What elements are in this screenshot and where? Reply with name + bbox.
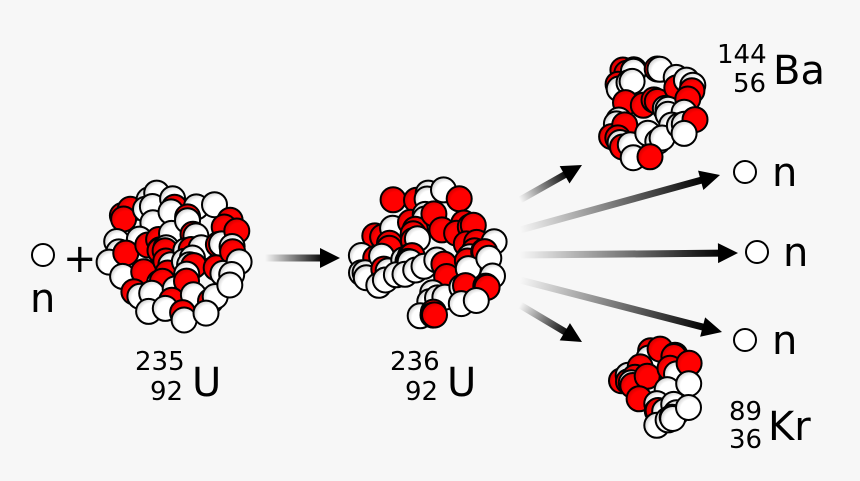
arrow-6 [518, 301, 583, 343]
proton [445, 185, 473, 213]
proton [379, 186, 407, 214]
neutron [192, 299, 220, 327]
arrow-3 [519, 170, 720, 234]
product-neutron-label-1: n [772, 150, 797, 196]
svg-text:Ba: Ba [773, 48, 825, 94]
proton [636, 143, 664, 171]
svg-text:Kr: Kr [768, 404, 811, 450]
neutron [670, 119, 698, 147]
neutron [462, 287, 490, 314]
product-neutron-3 [733, 328, 757, 352]
svg-text:236: 236 [390, 347, 440, 377]
nucleus-u236 [347, 176, 508, 330]
nucleus-ba144 [598, 55, 709, 172]
svg-text:89: 89 [729, 397, 762, 427]
label-ba144: 144 56 Ba [717, 40, 825, 99]
plus-sign: + [63, 236, 97, 282]
neutron [216, 271, 244, 299]
arrow-1 [265, 248, 340, 268]
svg-text:235: 235 [135, 347, 185, 377]
label-u236: 236 92 U [390, 347, 476, 407]
proton [421, 301, 448, 329]
nucleus-kr89 [608, 335, 703, 439]
arrows [265, 165, 738, 343]
svg-text:92: 92 [405, 377, 438, 407]
product-neutron-label-2: n [783, 230, 808, 276]
svg-text:36: 36 [729, 425, 762, 455]
product-neutron-2 [745, 240, 769, 264]
label-u235: 235 92 U [135, 347, 221, 407]
arrow-2 [518, 165, 582, 204]
svg-text:92: 92 [150, 377, 183, 407]
arrow-4 [519, 243, 738, 264]
svg-text:U: U [447, 360, 476, 406]
nucleus-u235 [95, 179, 253, 334]
svg-text:56: 56 [733, 69, 766, 99]
svg-text:U: U [192, 360, 221, 406]
arrow-5 [519, 276, 722, 337]
incoming-neutron [31, 243, 55, 267]
product-neutron-label-3: n [772, 318, 797, 364]
svg-text:144: 144 [717, 40, 767, 70]
product-neutron-1 [733, 160, 757, 184]
neutron [675, 394, 702, 421]
label-kr89: 89 36 Kr [729, 397, 811, 455]
incoming-neutron-label: n [30, 276, 55, 322]
